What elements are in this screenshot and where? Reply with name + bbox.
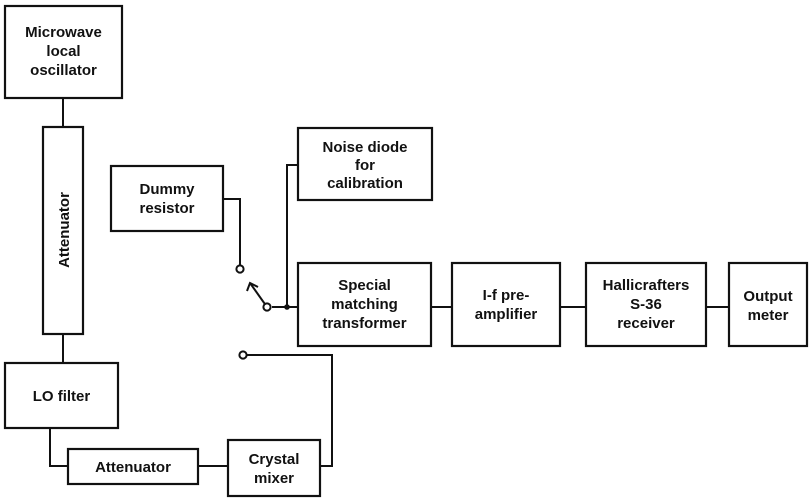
block-matching-transformer: Special matching transformer — [296, 261, 433, 348]
block-microwave-lo-line-3: oscillator — [30, 62, 97, 79]
arrowhead — [246, 281, 259, 292]
block-dummy-resistor-line-1: Dummy — [139, 181, 195, 198]
block-attenuator-horizontal: Attenuator — [66, 447, 200, 486]
terminal-dummy — [235, 264, 245, 274]
block-microwave-lo-line-1: Microwave — [25, 24, 102, 41]
block-dummy-resistor: Dummy resistor — [109, 164, 225, 233]
block-lo-filter: LO filter — [3, 361, 120, 430]
block-crystal-mixer-line-2: mixer — [254, 470, 294, 487]
block-noise-diode-line-2: for — [355, 157, 375, 174]
wire-switch-blade — [249, 282, 268, 308]
block-if-preamplifier-line-2: amplifier — [475, 306, 538, 323]
block-noise-diode-line-3: calibration — [327, 175, 403, 192]
block-if-preamplifier-line-1: I-f pre- — [483, 287, 530, 304]
block-output-meter-line-2: meter — [748, 307, 789, 324]
terminal-mixer — [238, 350, 248, 360]
block-noise-diode: Noise diode for calibration — [296, 126, 434, 202]
block-microwave-lo: Microwave local oscillator — [3, 4, 124, 100]
block-receiver: Hallicrafters S-36 receiver — [584, 261, 708, 348]
wire-lo-filter-to-attenuator — [49, 428, 68, 467]
block-output-meter: Output meter — [727, 261, 809, 348]
block-attenuator-vertical-label: Attenuator — [56, 192, 73, 268]
block-dummy-resistor-line-2: resistor — [139, 200, 194, 217]
block-if-preamplifier: I-f pre- amplifier — [450, 261, 562, 348]
wires — [49, 98, 729, 467]
block-crystal-mixer-line-1: Crystal — [249, 451, 300, 468]
wire-noise-diode — [286, 164, 298, 307]
block-attenuator-horizontal-label: Attenuator — [95, 459, 171, 476]
block-receiver-line-3: receiver — [617, 315, 675, 332]
junction-node — [284, 304, 290, 310]
block-noise-diode-line-1: Noise diode — [322, 139, 407, 156]
wire-dummy-to-terminal — [223, 198, 241, 266]
block-matching-transformer-line-1: Special — [338, 277, 391, 294]
block-crystal-mixer: Crystal mixer — [226, 438, 322, 498]
block-lo-filter-label: LO filter — [33, 388, 91, 405]
block-receiver-line-2: S-36 — [630, 296, 662, 313]
wire-mixer-to-terminal — [246, 354, 333, 467]
terminal-switch-pivot — [262, 302, 272, 312]
block-attenuator-vertical: Attenuator — [41, 125, 85, 336]
block-matching-transformer-line-2: matching — [331, 296, 398, 313]
block-receiver-line-1: Hallicrafters — [603, 277, 690, 294]
block-output-meter-line-1: Output — [743, 288, 792, 305]
block-microwave-lo-line-2: local — [46, 43, 80, 60]
block-matching-transformer-line-3: transformer — [322, 315, 406, 332]
